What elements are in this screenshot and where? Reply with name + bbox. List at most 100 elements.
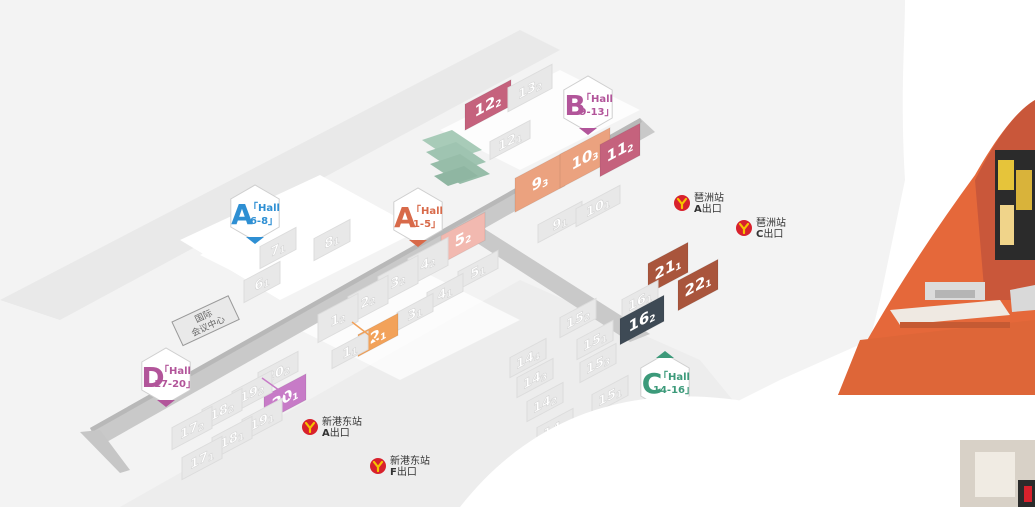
metro-exit-text: 出口 <box>397 465 417 478</box>
hall-number: 12 <box>330 308 345 332</box>
entrance-pointer <box>579 128 597 135</box>
entrance-letter: C <box>642 367 663 400</box>
hall-14-4[interactable]: 144 <box>509 337 547 379</box>
hall-14-3[interactable]: 143 <box>516 357 554 399</box>
hall-number-sub: 2 <box>495 97 501 111</box>
hall-block <box>313 218 351 262</box>
hall-number: 51 <box>470 260 486 284</box>
hall-number-sub: 1 <box>268 413 275 427</box>
hall-number-sub: 1 <box>416 307 423 321</box>
metro-exit-label: A出口 <box>694 202 722 215</box>
hall-number-sub: 1 <box>479 265 486 279</box>
hall-number-sub: 2 <box>399 275 405 289</box>
hall-block <box>489 119 531 161</box>
entrance-letter: A <box>394 201 416 234</box>
hall-number: 41 <box>437 282 453 306</box>
hall-number: 32 <box>390 270 405 294</box>
entrance-letter: B <box>564 89 585 122</box>
entrance-letter: A <box>231 198 253 231</box>
hall-number-sub: 2 <box>339 313 345 327</box>
hall-13-2[interactable]: 132 <box>507 63 553 113</box>
hall-number-sub: 4 <box>534 351 541 365</box>
metro-exit-label: C出口 <box>756 227 783 240</box>
hall-number: 42 <box>420 252 435 276</box>
hall-number-sub: 3 <box>592 150 598 164</box>
hall-block <box>575 184 621 228</box>
convention-center: 国际 会议中心 <box>171 295 240 347</box>
hall-number-sub: 2 <box>284 365 290 379</box>
hall-number-sub: 3 <box>604 356 610 370</box>
hall-number-main: 6 <box>254 275 263 295</box>
metro-exit-letter: A <box>322 428 330 439</box>
hall-number-sub: 2 <box>258 385 264 399</box>
hall-15-3[interactable]: 153 <box>579 342 617 384</box>
entrance-pointer <box>246 237 264 244</box>
entrance-line1: 「Hall <box>658 370 690 383</box>
hall-number: 71 <box>270 238 286 262</box>
entrance-line2: 9-13」 <box>579 107 614 118</box>
hall-number-sub: 1 <box>616 388 623 402</box>
hall-number-sub: 3 <box>541 371 547 385</box>
metro-station-name: 新港东站 <box>322 415 362 428</box>
hall-number-sub: 1 <box>646 293 653 307</box>
hall-block <box>619 294 665 346</box>
entrance-line2: 1-5」 <box>413 219 441 230</box>
hall-number-main: 3 <box>390 273 399 293</box>
hall-14-2[interactable]: 142 <box>526 381 564 423</box>
entrance-badge-b[interactable]: B「Hall 9-13」 <box>563 75 615 135</box>
metro-exit-text: 出口 <box>330 426 350 439</box>
hall-6-1[interactable]: 61 <box>243 260 281 304</box>
hall-block <box>677 258 719 312</box>
entrance-pointer <box>656 351 674 358</box>
hall-number-main: 4 <box>437 285 446 305</box>
hall-number-main: 7 <box>270 241 279 261</box>
metro-logo-mark <box>738 222 750 235</box>
hall-number: 52 <box>455 225 472 253</box>
hall-number: 31 <box>407 302 423 326</box>
hall-15-1[interactable]: 151 <box>576 319 614 361</box>
hall-15-2[interactable]: 152 <box>559 297 597 339</box>
hall-number: 93 <box>532 169 549 197</box>
entrance-line1: 「Hall <box>248 201 280 214</box>
hall-number-sub: 2 <box>649 312 655 326</box>
hall-17-1[interactable]: 171 <box>181 435 223 481</box>
entrance-line1: 「Hall <box>581 92 613 105</box>
hall-number-main: 9 <box>532 172 542 195</box>
hall-9-1[interactable]: 91 <box>537 200 583 244</box>
hall-number: 21 <box>370 321 387 349</box>
metro-logo-mark <box>304 421 316 434</box>
hall-1-1[interactable]: 11 <box>331 330 369 370</box>
hall-22-1[interactable]: 221 <box>677 258 719 312</box>
hall-number-sub: 1 <box>601 333 608 347</box>
hall-1-2[interactable]: 12 <box>317 292 359 344</box>
hall-number: 22 <box>360 290 375 314</box>
hall-5-1[interactable]: 51 <box>457 249 499 291</box>
hall-number-sub: 3 <box>542 177 548 191</box>
hall-number-main: 5 <box>470 263 479 283</box>
hall-block <box>509 337 547 379</box>
hall-11-2[interactable]: 112 <box>599 122 641 178</box>
hall-10-3[interactable]: 103 <box>559 126 611 190</box>
hall-block <box>591 374 629 416</box>
hall-block <box>559 297 597 339</box>
hall-16-2[interactable]: 162 <box>619 294 665 346</box>
metro-station-name: 琶洲站 <box>756 216 786 229</box>
hall-7-1[interactable]: 71 <box>259 226 297 270</box>
hall-17-2[interactable]: 172 <box>171 405 213 451</box>
hall-block <box>171 405 213 451</box>
hall-number-sub: 1 <box>208 451 215 465</box>
hall-connector-line <box>351 321 379 343</box>
hall-number-sub: 2 <box>627 142 633 156</box>
hall-8-1[interactable]: 81 <box>313 218 351 262</box>
hall-15-1[interactable]: 151 <box>591 374 629 416</box>
hall-3-1[interactable]: 31 <box>396 292 434 332</box>
